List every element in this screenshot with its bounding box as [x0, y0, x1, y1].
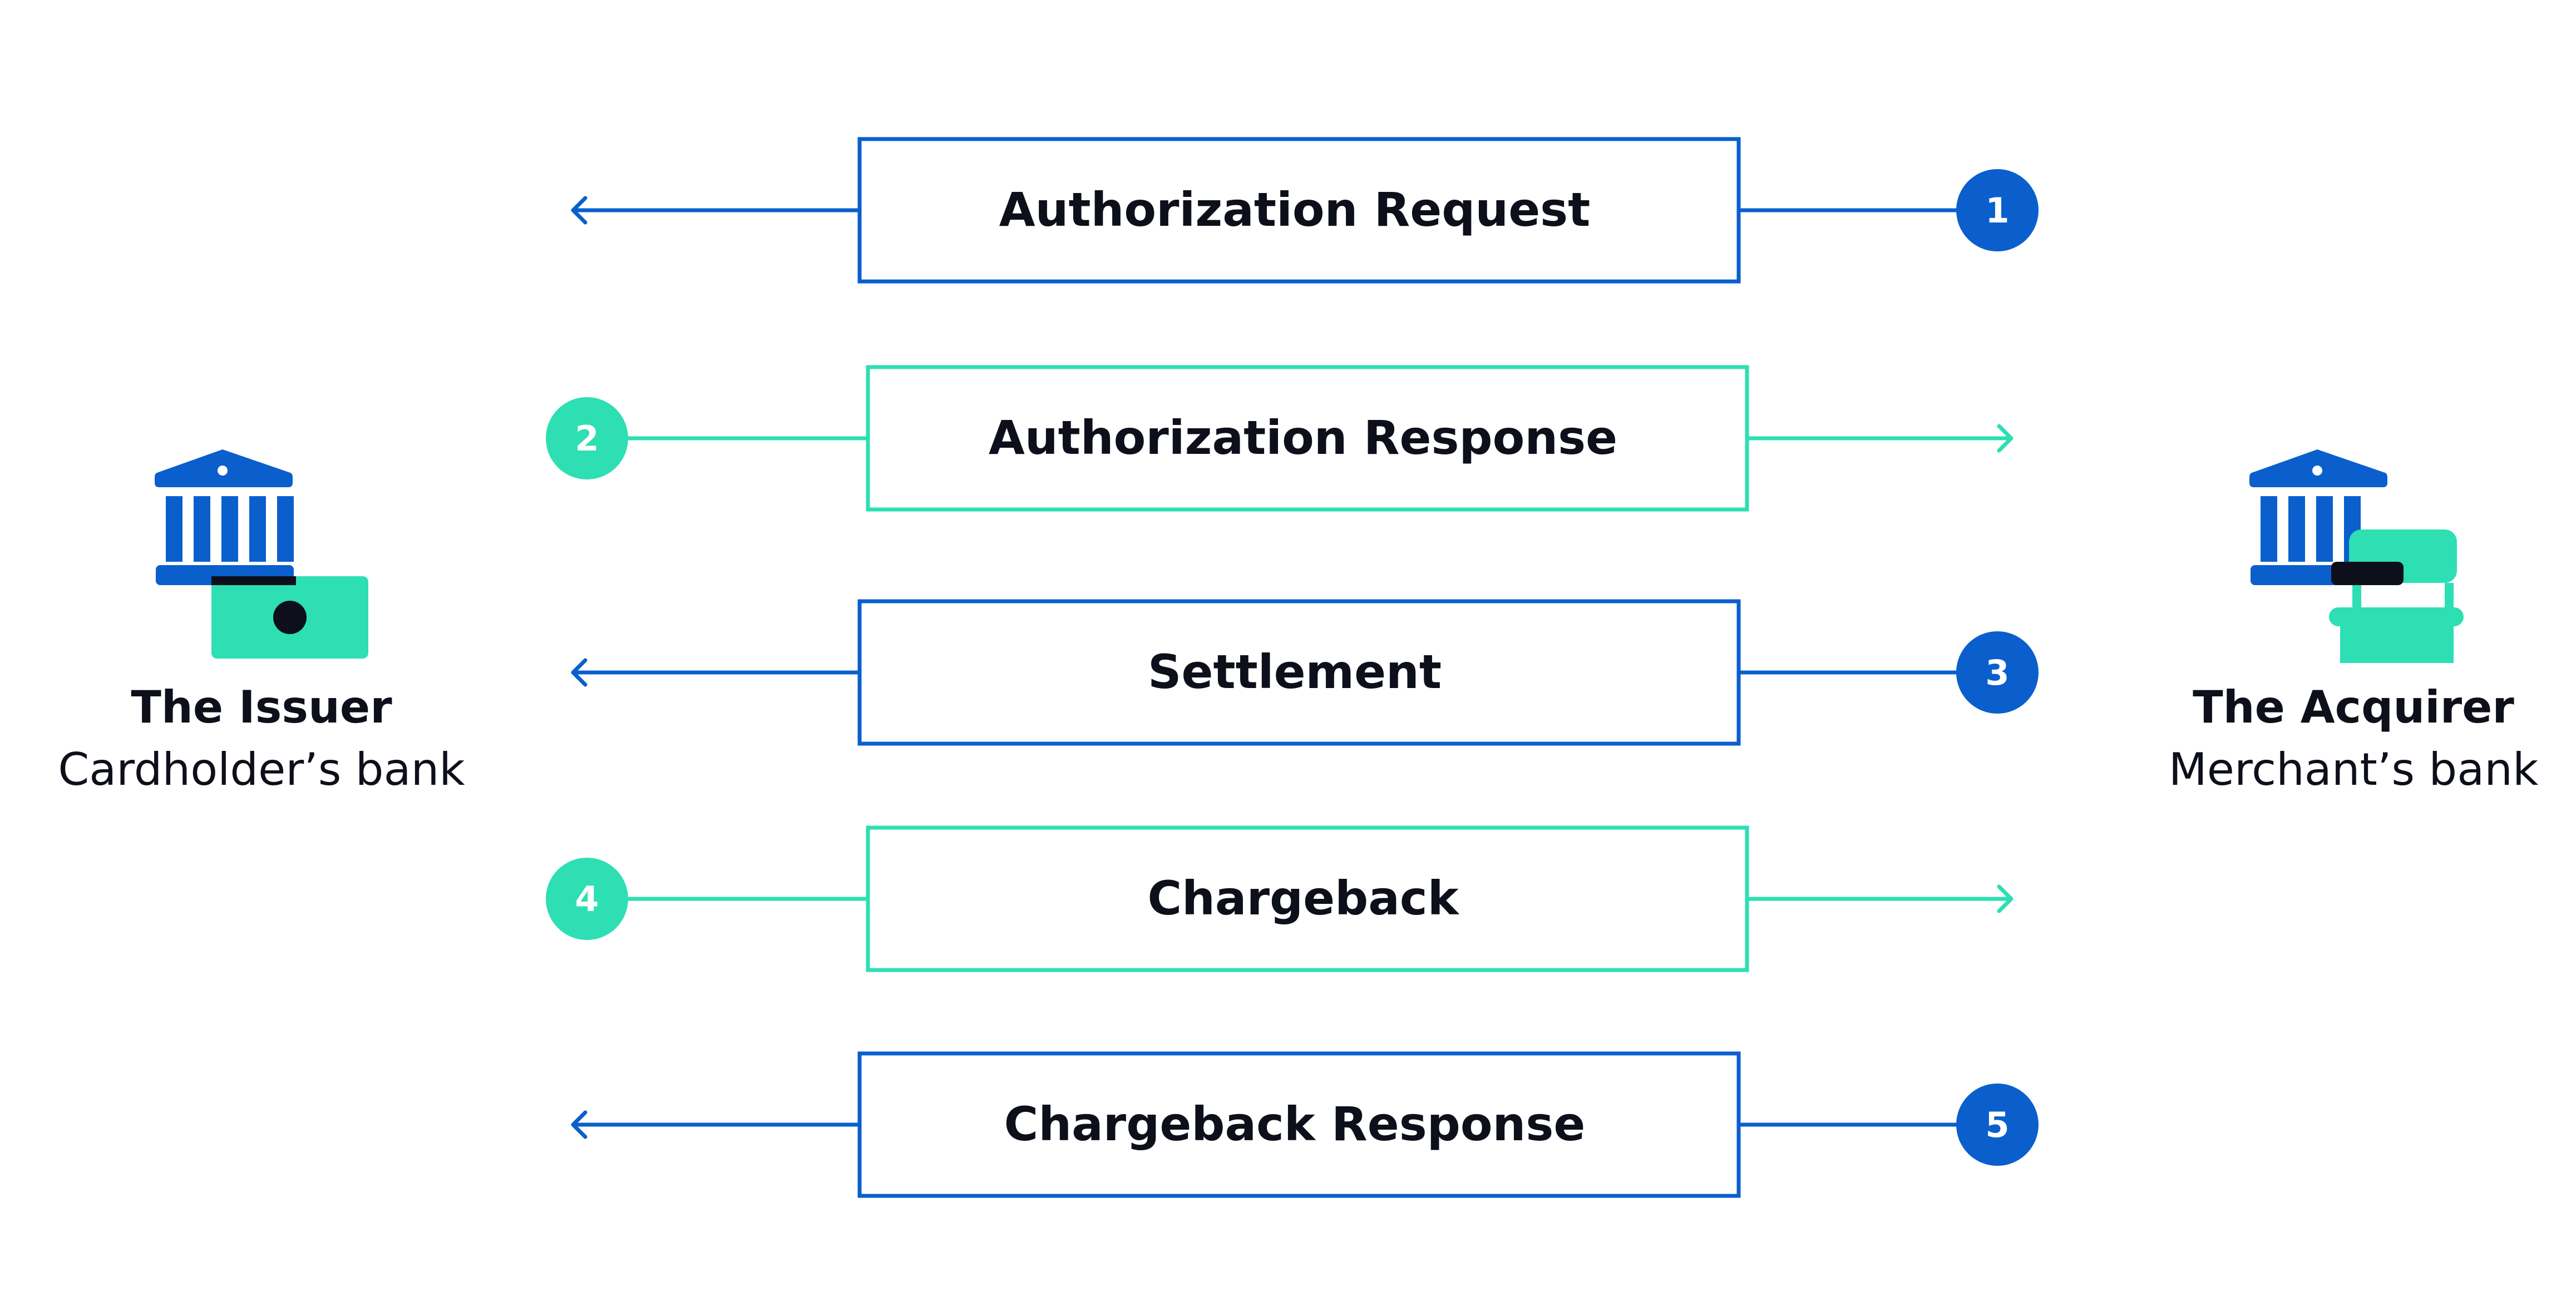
card-icon [211, 576, 368, 659]
arrow-right-icon [1997, 424, 2014, 453]
acquirer-label: The Acquirer Merchant’s bank [2125, 676, 2576, 801]
step-row-1: Authorization Request 1 [571, 137, 2039, 284]
step-number-badge [546, 397, 628, 479]
step-number: 1 [1985, 190, 2009, 231]
issuer-label: The Issuer Cardholder’s bank [33, 676, 490, 801]
step-number-badge [1956, 169, 2039, 251]
bank-with-card-icon [155, 449, 368, 659]
step-number-badge [1956, 1084, 2039, 1166]
arrow-left-icon [571, 658, 588, 687]
step-number: 2 [575, 418, 599, 459]
arrow-right-icon [1997, 884, 2014, 913]
step-number: 4 [575, 879, 599, 919]
step-label: Settlement [1148, 645, 1442, 699]
step-row-3: Settlement 3 [571, 599, 2039, 746]
step-label: Authorization Response [989, 410, 1617, 465]
step-number: 3 [1985, 652, 2009, 693]
step-label: Chargeback Response [1004, 1097, 1586, 1151]
acquirer-title: The Acquirer [2193, 681, 2514, 733]
issuer-title: The Issuer [131, 681, 392, 733]
step-number-badge [546, 858, 628, 940]
step-box [857, 599, 1741, 746]
step-box [866, 365, 1749, 512]
storefront-icon [2329, 530, 2464, 663]
bank-icon [2249, 449, 2389, 585]
step-number: 5 [1985, 1105, 2009, 1145]
step-row-5: Chargeback Response 5 [571, 1051, 2039, 1198]
step-label: Authorization Request [999, 182, 1591, 237]
bank-with-storefront-icon [2249, 449, 2464, 663]
step-box [857, 137, 1741, 284]
step-label: Chargeback [1147, 871, 1459, 926]
step-box [866, 825, 1749, 972]
arrow-left-icon [571, 196, 588, 225]
acquirer-subtitle: Merchant’s bank [2168, 744, 2539, 795]
arrow-left-icon [571, 1110, 588, 1139]
step-row-4: Chargeback 4 [546, 825, 2014, 972]
step-number-badge [1956, 631, 2039, 714]
step-box [857, 1051, 1741, 1198]
issuer-subtitle: Cardholder’s bank [58, 744, 465, 795]
step-row-2: Authorization Response 2 [546, 365, 2014, 512]
